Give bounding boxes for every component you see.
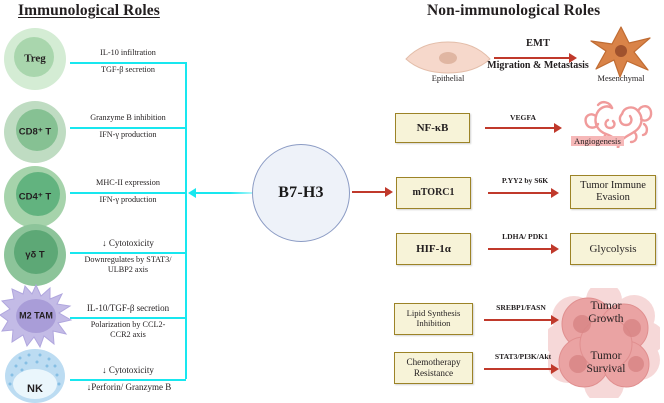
pathway-text-nk-above: ↓ Cytotoxicity — [102, 365, 154, 375]
gdt-nucleus-icon — [14, 230, 58, 274]
stat3-arrow-label: STAT3/PI3K/Akt — [494, 352, 552, 361]
mtorc1-arrow-head — [551, 188, 559, 198]
pathway-text-cd8t-above: Granzyme B inhibition — [90, 113, 166, 122]
epithelial-cell-icon — [405, 41, 491, 74]
pathway-text-m2tam-above: IL-10/TGF-β secretion — [86, 303, 170, 313]
stat3-arrow-line — [484, 368, 552, 370]
center-node-b7h3: B7-H3 — [252, 144, 350, 242]
right-panel-title: Non-immunological Roles — [427, 2, 601, 19]
box-glycolysis[interactable]: Glycolysis — [570, 233, 656, 265]
immune-connector-treg — [70, 62, 186, 64]
box-mtorc1-label: mTORC1 — [412, 187, 455, 199]
cd8t-nucleus-icon — [16, 109, 58, 151]
tumor-cell-cluster-icon — [548, 288, 660, 398]
angiogenesis-caption: Angiogenesis — [571, 136, 624, 146]
pathway-text-treg-above: IL-10 infiltration — [100, 48, 156, 57]
box-lipid-synthesis-inhibition-label: Lipid Synthesis Inhibition — [406, 308, 461, 328]
vegfa-arrow-line — [485, 127, 555, 129]
pathway-text-nk-below: ↓Perforin/ Granzyme B — [86, 382, 172, 392]
immune-connector-cd4t — [70, 192, 186, 194]
vegfa-arrow-label: VEGFA — [509, 113, 536, 122]
emt-arrow-line — [494, 57, 570, 59]
tumor-survival-caption: Tumor Survival — [586, 350, 626, 375]
box-chemotherapy-resistance-label: Chemotherapy Resistance — [406, 357, 461, 378]
emt-arrow-head — [569, 53, 577, 63]
immune-cell-treg: Treg — [4, 28, 66, 90]
cd4t-nucleus-icon — [16, 172, 60, 216]
box-mtorc1[interactable]: mTORC1 — [396, 177, 471, 209]
emt-arrow-label-above: EMT — [526, 38, 550, 49]
b7h3-to-immune-arrow-head — [188, 188, 196, 198]
immune-cell-nk: NK — [4, 348, 66, 403]
immune-cell-cd8t: CD8⁺ T — [4, 101, 66, 163]
pathway-text-m2tam-below: Polarization by CCL2- CCR2 axis — [90, 320, 166, 339]
b7h3-to-nonimmune-arrow-line — [352, 191, 386, 193]
treg-nucleus-icon — [14, 37, 54, 77]
box-tumor-immune-evasion-label: Tumor Immune Evasion — [580, 179, 646, 203]
b7h3-to-nonimmune-arrow-head — [385, 187, 393, 197]
srebp1-arrow-head — [551, 315, 559, 325]
vegfa-arrow-head — [554, 123, 562, 133]
pathway-text-cd4t-below: IFN-γ production — [99, 195, 157, 204]
immune-cell-gdt: γδ T — [4, 224, 66, 286]
left-panel-title: Immunological Roles — [18, 2, 160, 19]
pathway-text-gdt-above: ↓ Cytotoxicity — [102, 238, 154, 248]
hif1a-arrow-line — [488, 248, 552, 250]
emt-arrow-label-below: Migration & Metastasis — [487, 60, 589, 71]
box-chemotherapy-resistance[interactable]: Chemotherapy Resistance — [394, 352, 473, 384]
box-tumor-immune-evasion[interactable]: Tumor Immune Evasion — [570, 175, 656, 209]
nk-cell-icon — [5, 349, 65, 403]
stat3-arrow-head — [551, 364, 559, 374]
mtorc1-arrow-label: P.YY2 by S6K — [501, 176, 549, 185]
immune-cell-cd4t: CD4⁺ T — [4, 166, 66, 228]
immune-connector-cd8t — [70, 127, 186, 129]
box-glycolysis-label: Glycolysis — [589, 242, 637, 255]
immune-connector-gdt — [70, 252, 186, 254]
epithelial-caption: Epithelial — [431, 74, 465, 83]
b7h3-to-immune-arrow-line — [196, 192, 258, 194]
immune-bracket-spine — [185, 62, 187, 379]
box-nfkb[interactable]: NF-κB — [395, 113, 470, 143]
pathway-text-gdt-below: Downregulates by STAT3/ ULBP2 axis — [84, 255, 172, 274]
box-hif1a[interactable]: HIF-1α — [396, 233, 471, 265]
center-node-label: B7-H3 — [278, 184, 324, 201]
immune-connector-nk — [70, 379, 186, 381]
hif1a-arrow-label: LDHA/ PDK1 — [502, 232, 548, 241]
pathway-text-cd4t-above: MHC-II expression — [96, 178, 160, 187]
immune-connector-m2tam — [70, 317, 186, 319]
mesenchymal-cell-icon — [590, 26, 651, 78]
mesenchymal-caption: Mesenchymal — [597, 74, 645, 83]
box-lipid-synthesis-inhibition[interactable]: Lipid Synthesis Inhibition — [394, 303, 473, 335]
srebp1-arrow-line — [484, 319, 552, 321]
box-hif1a-label: HIF-1α — [416, 242, 451, 255]
mtorc1-arrow-line — [488, 192, 552, 194]
hif1a-arrow-head — [551, 244, 559, 254]
immune-cell-m2tam: M2 TAM — [0, 284, 72, 348]
m2tam-macrophage-icon — [0, 284, 72, 348]
srebp1-arrow-label: SREBP1/FASN — [496, 303, 546, 312]
box-nfkb-label: NF-κB — [416, 121, 449, 134]
tumor-growth-caption: Tumor Growth — [588, 300, 624, 325]
pathway-text-treg-below: TGF-β secretion — [101, 65, 155, 74]
pathway-text-cd8t-below: IFN-γ production — [99, 130, 157, 139]
